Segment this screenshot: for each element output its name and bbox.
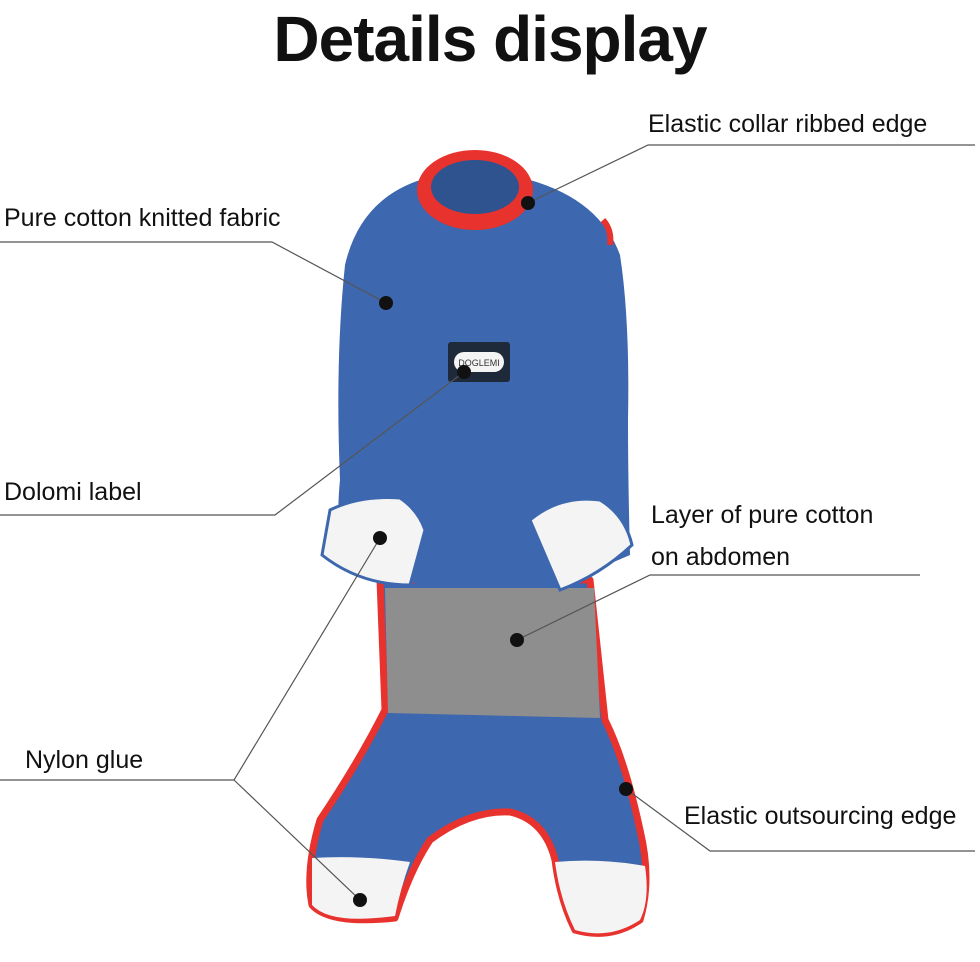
collar-dot bbox=[521, 196, 535, 210]
side-trim bbox=[600, 217, 614, 246]
callout-collar: Elastic collar ribbed edge bbox=[648, 110, 928, 138]
right-leg-patch bbox=[528, 497, 634, 592]
badge-text: DOGLEMI bbox=[458, 358, 500, 368]
outsourcing-dot bbox=[619, 782, 633, 796]
label-dot bbox=[457, 365, 471, 379]
fabric-dot bbox=[379, 296, 393, 310]
torso bbox=[338, 180, 630, 585]
callout-outsourcing: Elastic outsourcing edge bbox=[684, 802, 957, 830]
callout-abdomen-1: Layer of pure cotton bbox=[651, 501, 874, 529]
collar-leader bbox=[527, 144, 975, 204]
nylon-dot-2 bbox=[353, 893, 367, 907]
belly-panel bbox=[385, 588, 600, 718]
callout-nylon: Nylon glue bbox=[25, 746, 144, 774]
right-foot-patch bbox=[555, 860, 647, 934]
left-foot-patch bbox=[312, 857, 410, 919]
nylon-dot bbox=[373, 531, 387, 545]
callout-abdomen-2: on abdomen bbox=[651, 543, 791, 571]
fabric-leader bbox=[0, 241, 387, 304]
left-leg-patch bbox=[320, 496, 427, 587]
abdomen-dot bbox=[510, 633, 524, 647]
page-title: Details display bbox=[273, 3, 707, 75]
callout-label: Dolomi label bbox=[4, 478, 142, 506]
outsourcing-leader bbox=[625, 788, 975, 852]
abdomen-leader bbox=[516, 574, 920, 641]
callout-fabric: Pure cotton knitted fabric bbox=[4, 204, 281, 232]
collar-inner bbox=[431, 160, 519, 214]
label-leader bbox=[0, 371, 465, 516]
nylon-leader-2 bbox=[233, 779, 361, 901]
